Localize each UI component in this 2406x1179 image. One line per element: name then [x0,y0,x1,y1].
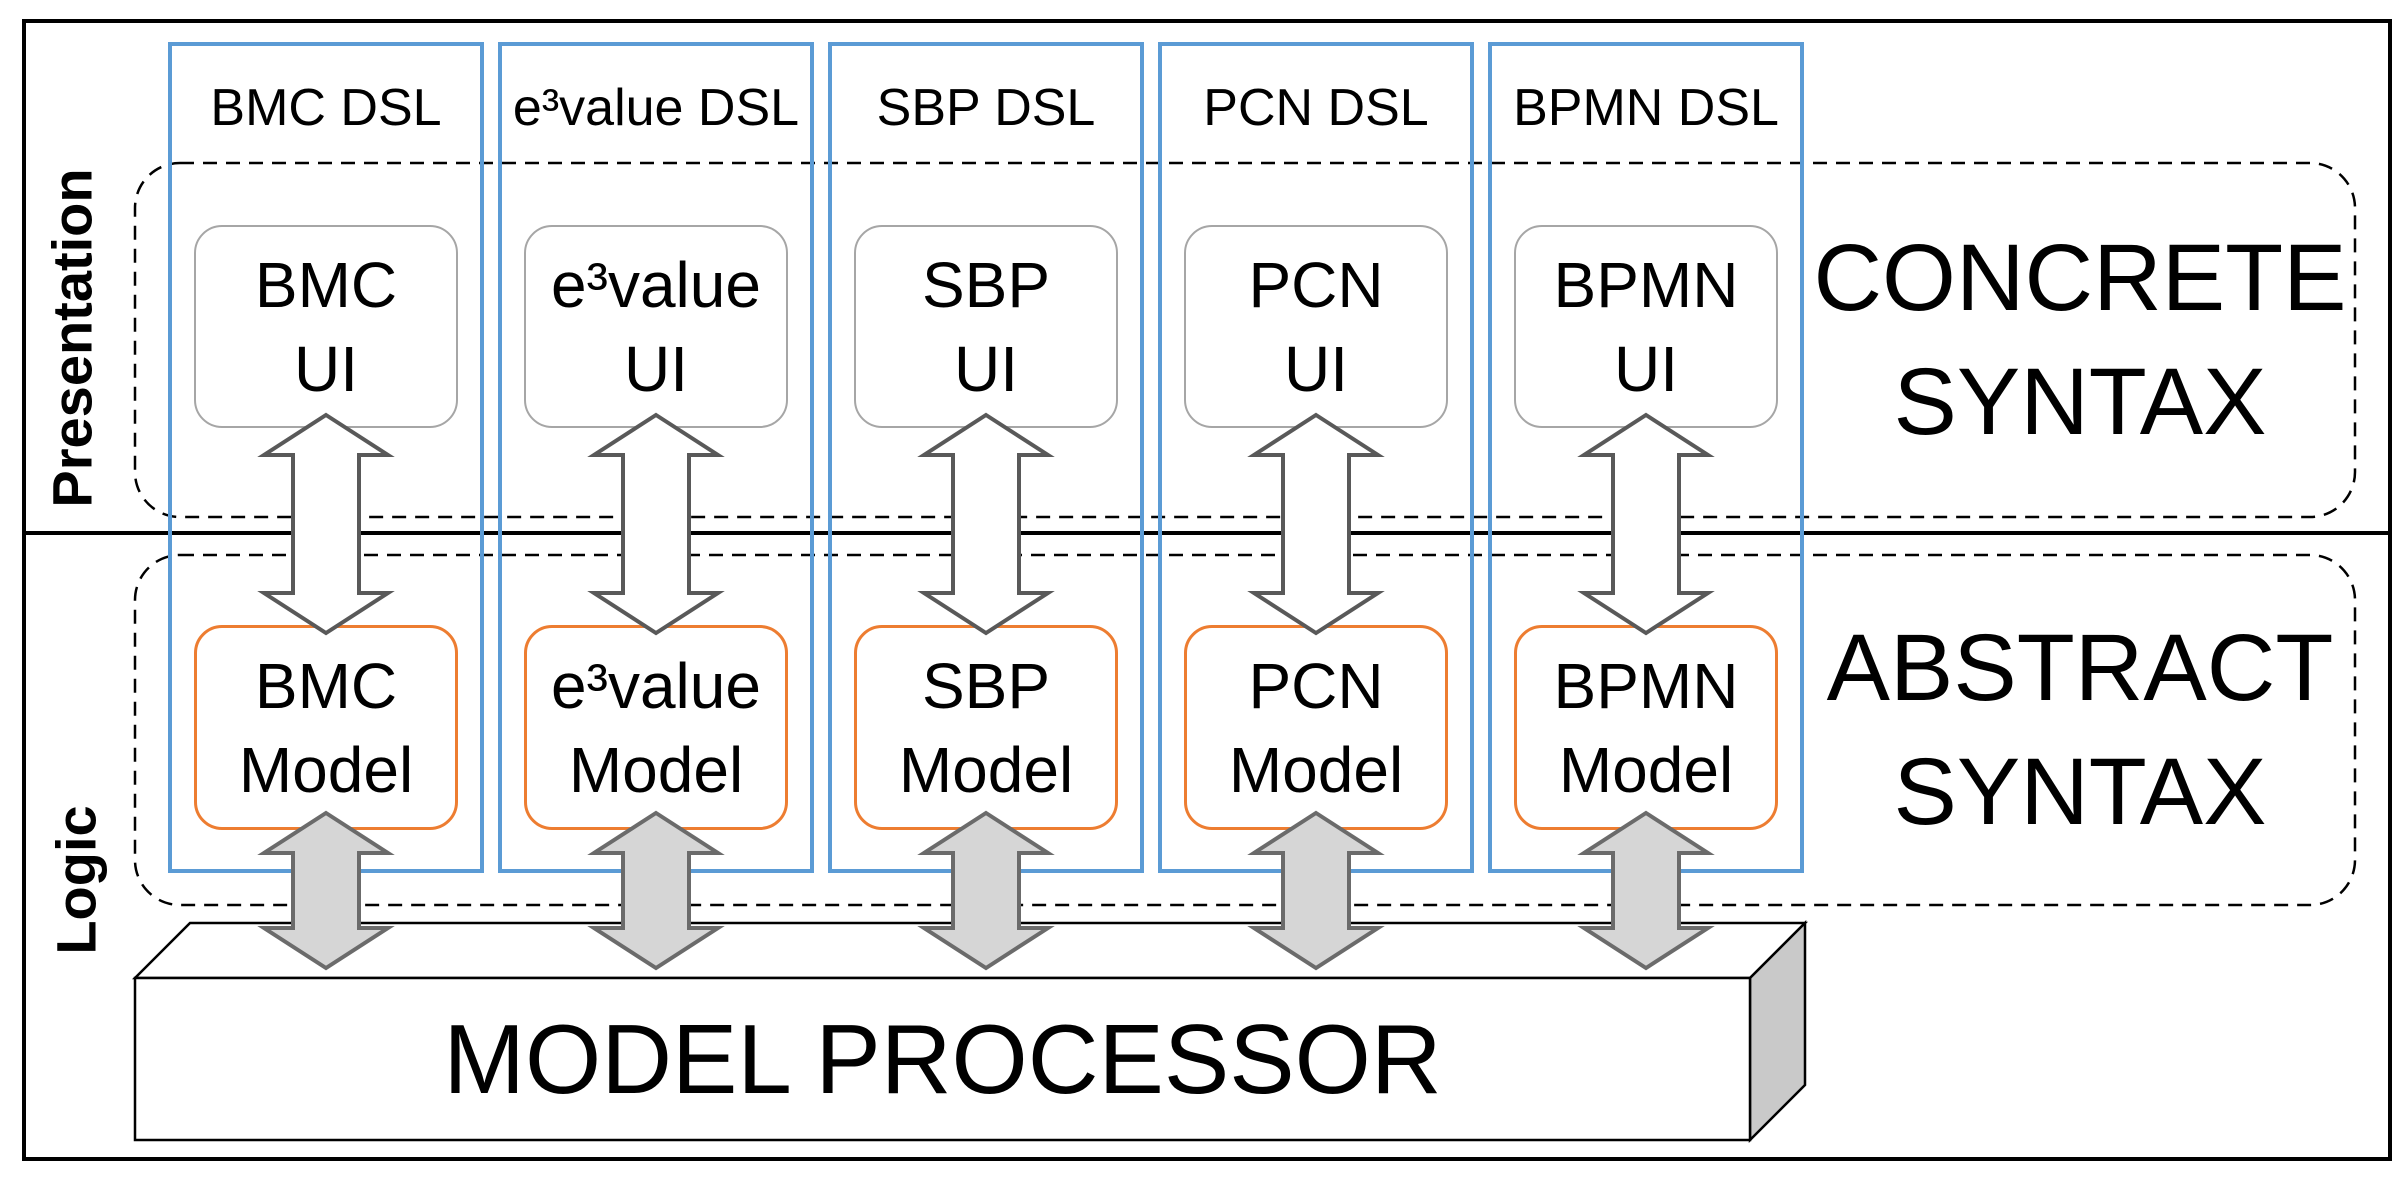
model-box-label: Model [1558,733,1734,806]
dsl-header-e3value: e³value DSL [512,79,800,137]
model-box-label: BPMN [1553,649,1739,722]
model-box-bmc: BMC Model [194,625,458,830]
ui-box-label: e³value [551,248,761,321]
model-box-label: Model [238,733,414,806]
model-box-e3value: e³value Model [524,625,788,830]
ui-model-sync-arrow-icon [1252,413,1380,635]
model-box-label: Model [1228,733,1404,806]
model-box-label: Model [568,733,744,806]
ui-model-sync-arrow-icon [1582,413,1710,635]
ui-box-label: UI [954,332,1018,405]
concrete-syntax-label: CONCRETE SYNTAX [1800,216,2360,464]
model-box-sbp: SBP Model [854,625,1118,830]
abstract-syntax-region-outline [133,553,2357,907]
concrete-syntax-line1: CONCRETE [1813,225,2347,331]
model-processor-label: MODEL PROCESSOR [443,1004,1442,1114]
dsl-header-sbp: SBP DSL [876,79,1096,137]
model-box-label: PCN [1248,649,1384,722]
model-box-pcn: PCN Model [1184,625,1448,830]
ui-box-pcn: PCN UI [1184,225,1448,428]
model-processor-front-face [133,976,1752,1142]
abstract-syntax-line2: SYNTAX [1893,739,2267,845]
ui-box-bmc: BMC UI [194,225,458,428]
model-box-label: SBP [921,649,1051,722]
model-box-label: Model [898,733,1074,806]
ui-box-e3value: e³value UI [524,225,788,428]
dsl-header-bpmn: BPMN DSL [1513,79,1779,137]
ui-box-label: UI [294,332,358,405]
ui-box-label: SBP [921,248,1051,321]
ui-box-label: UI [1614,332,1678,405]
model-box-label: e³value [551,649,761,722]
dsl-header-bmc: BMC DSL [210,79,442,137]
ui-model-sync-arrow-icon [592,413,720,635]
ui-box-label: UI [1284,332,1348,405]
model-box-label: BMC [254,649,398,722]
abstract-syntax-line1: ABSTRACT [1826,615,2334,721]
dsl-header-pcn: PCN DSL [1203,79,1429,137]
ui-box-sbp: SBP UI [854,225,1118,428]
ui-box-bpmn: BPMN UI [1514,225,1778,428]
model-box-bpmn: BPMN Model [1514,625,1778,830]
ui-box-label: BPMN [1553,248,1739,321]
concrete-syntax-region-outline [133,161,2357,519]
presentation-logic-divider [22,531,2392,535]
ui-model-sync-arrow-icon [922,413,1050,635]
ui-box-label: BMC [254,248,398,321]
ui-box-label: PCN [1248,248,1384,321]
concrete-syntax-line2: SYNTAX [1893,349,2267,455]
ui-box-label: UI [624,332,688,405]
ui-model-sync-arrow-icon [262,413,390,635]
diagram-border [22,19,2392,1161]
abstract-syntax-label: ABSTRACT SYNTAX [1800,606,2360,854]
